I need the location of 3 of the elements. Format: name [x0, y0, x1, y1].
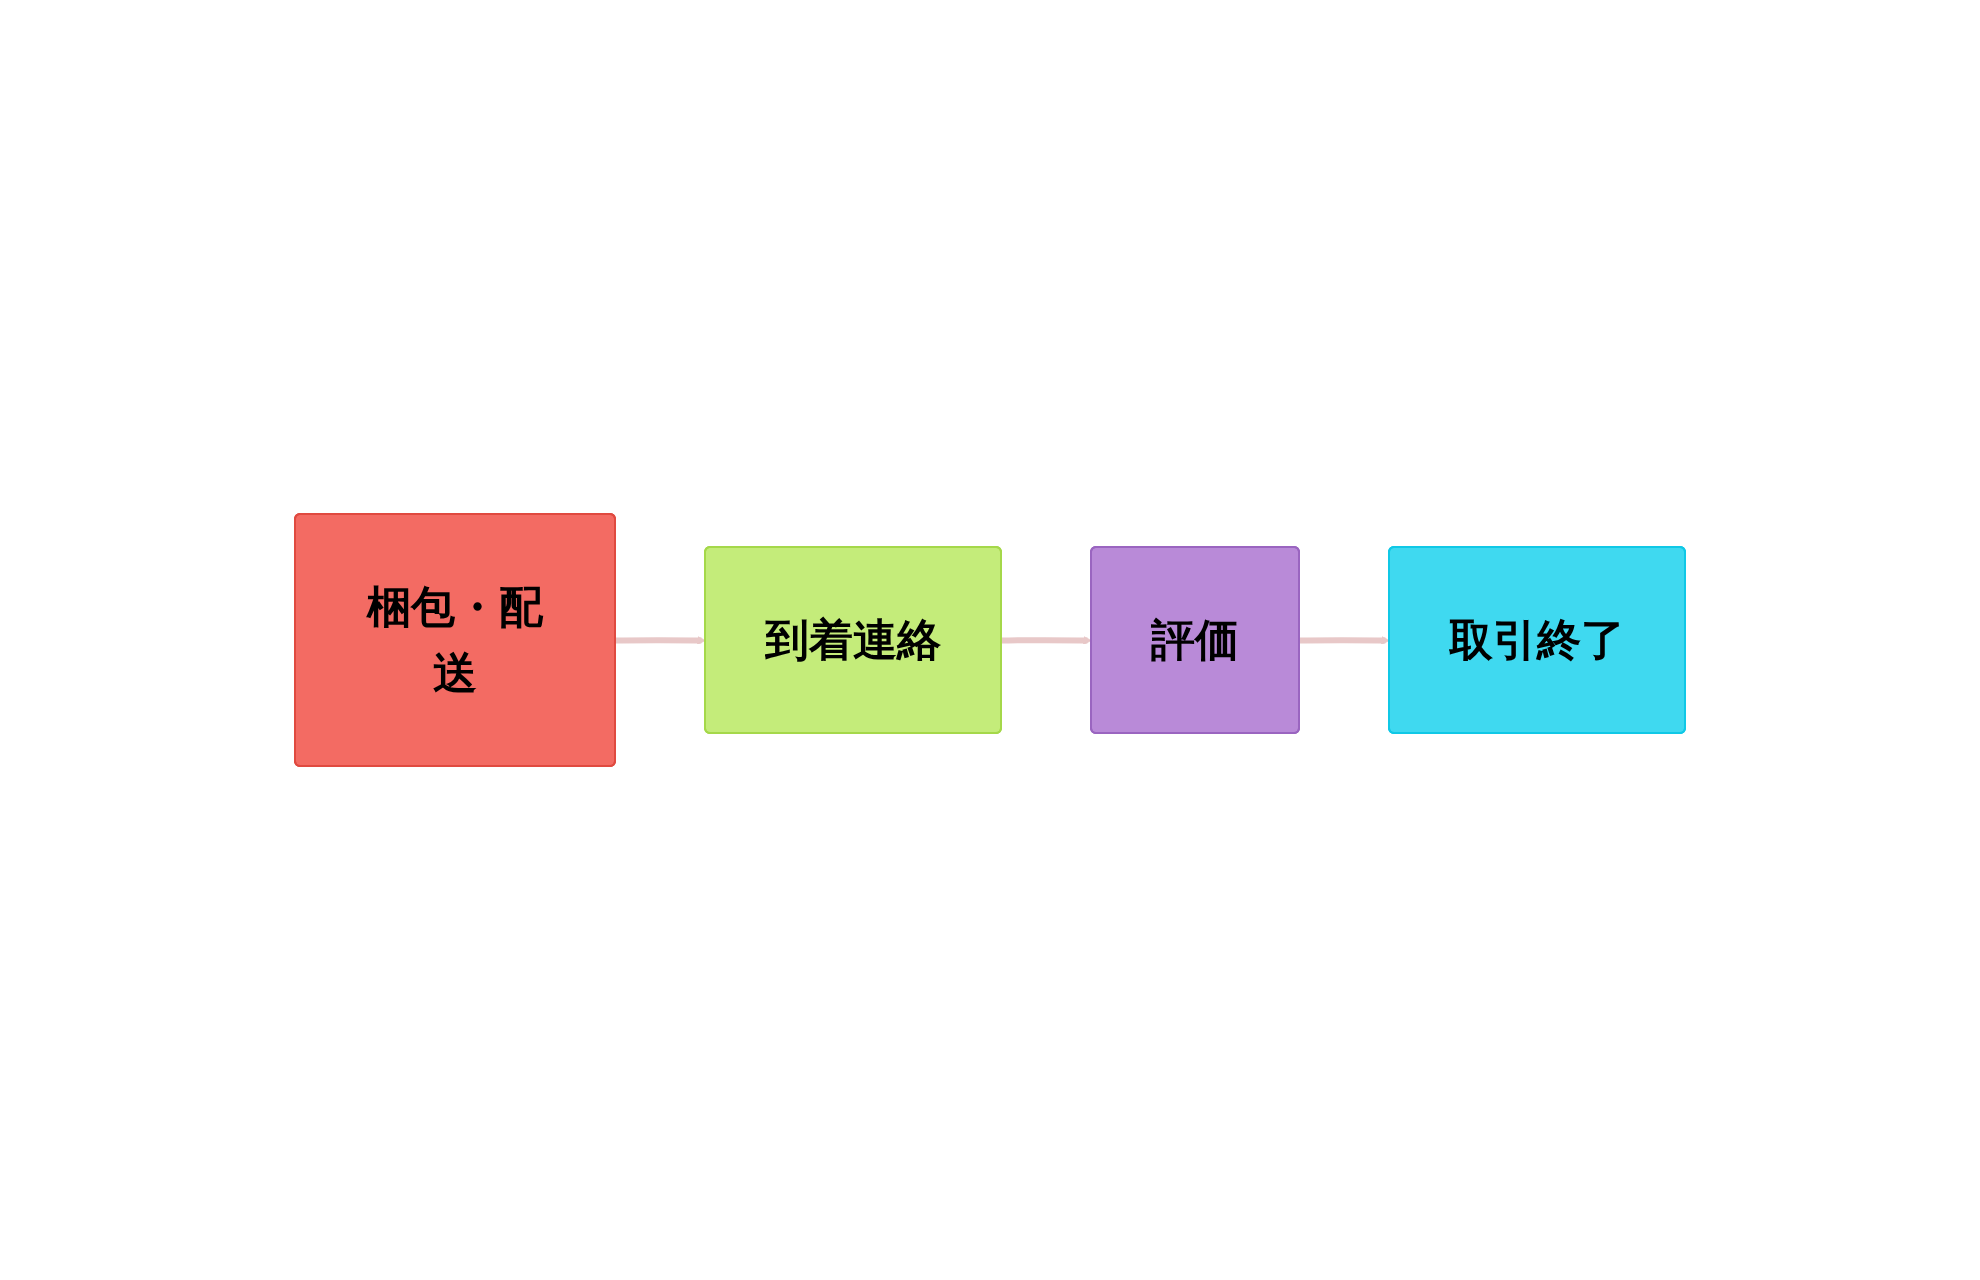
- arrow: [1001, 636, 1092, 645]
- arrow: [1299, 636, 1390, 645]
- arrow: [615, 636, 706, 645]
